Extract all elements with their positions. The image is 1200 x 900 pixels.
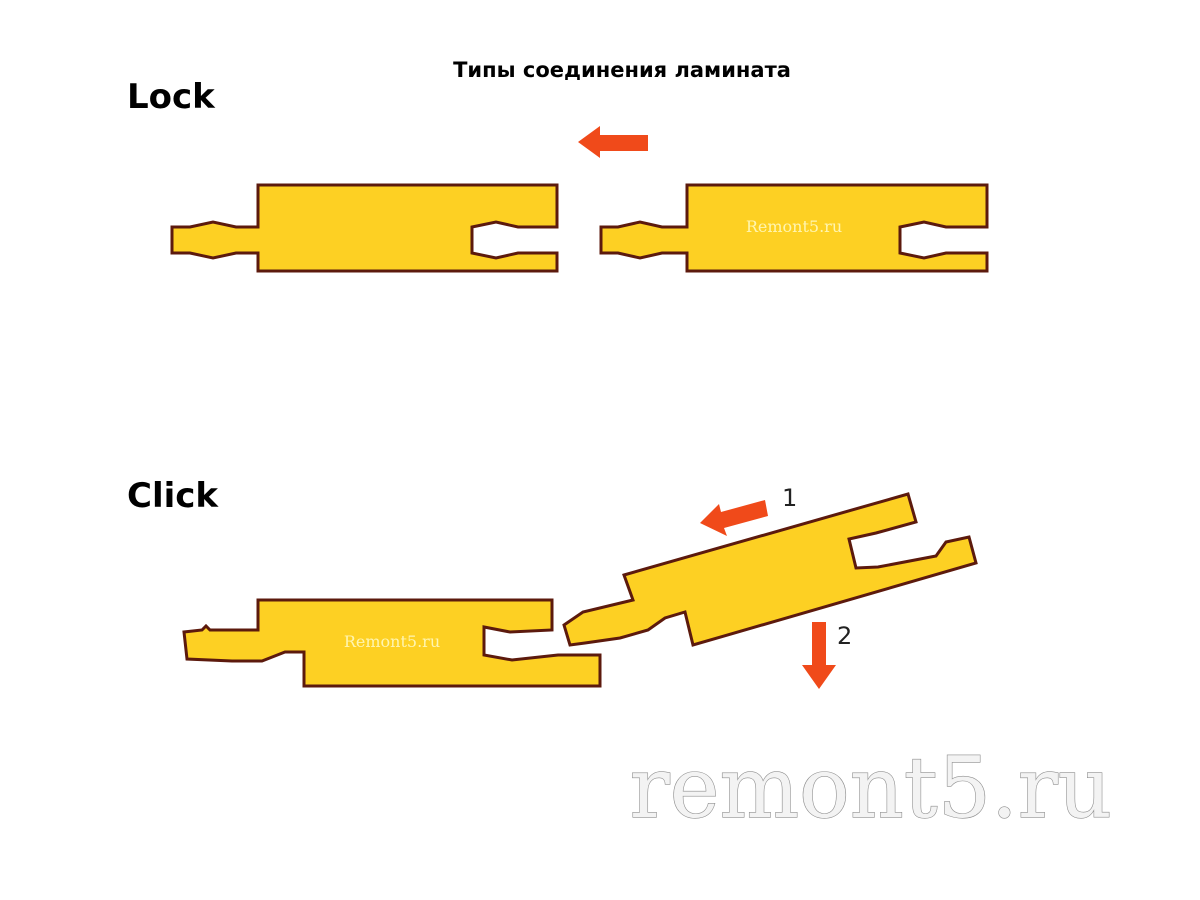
lock-board-right	[599, 183, 989, 273]
site-watermark: remont5.ru	[630, 739, 1112, 837]
click-board-watermark: Remont5.ru	[344, 632, 440, 651]
lock-board-watermark: Remont5.ru	[746, 217, 842, 236]
click-board-right	[562, 492, 978, 647]
click-section-label: Click	[127, 476, 219, 516]
click-step-one-label: 1	[782, 484, 797, 512]
lock-board-left	[170, 183, 559, 273]
lock-push-arrow	[578, 126, 648, 158]
click-press-arrow	[802, 622, 836, 689]
click-board-left	[182, 598, 602, 688]
lock-section-label: Lock	[127, 77, 216, 117]
diagram-title: Типы соединения ламината	[453, 58, 791, 82]
click-slide-arrow	[700, 500, 768, 536]
click-step-two-label: 2	[837, 622, 852, 650]
